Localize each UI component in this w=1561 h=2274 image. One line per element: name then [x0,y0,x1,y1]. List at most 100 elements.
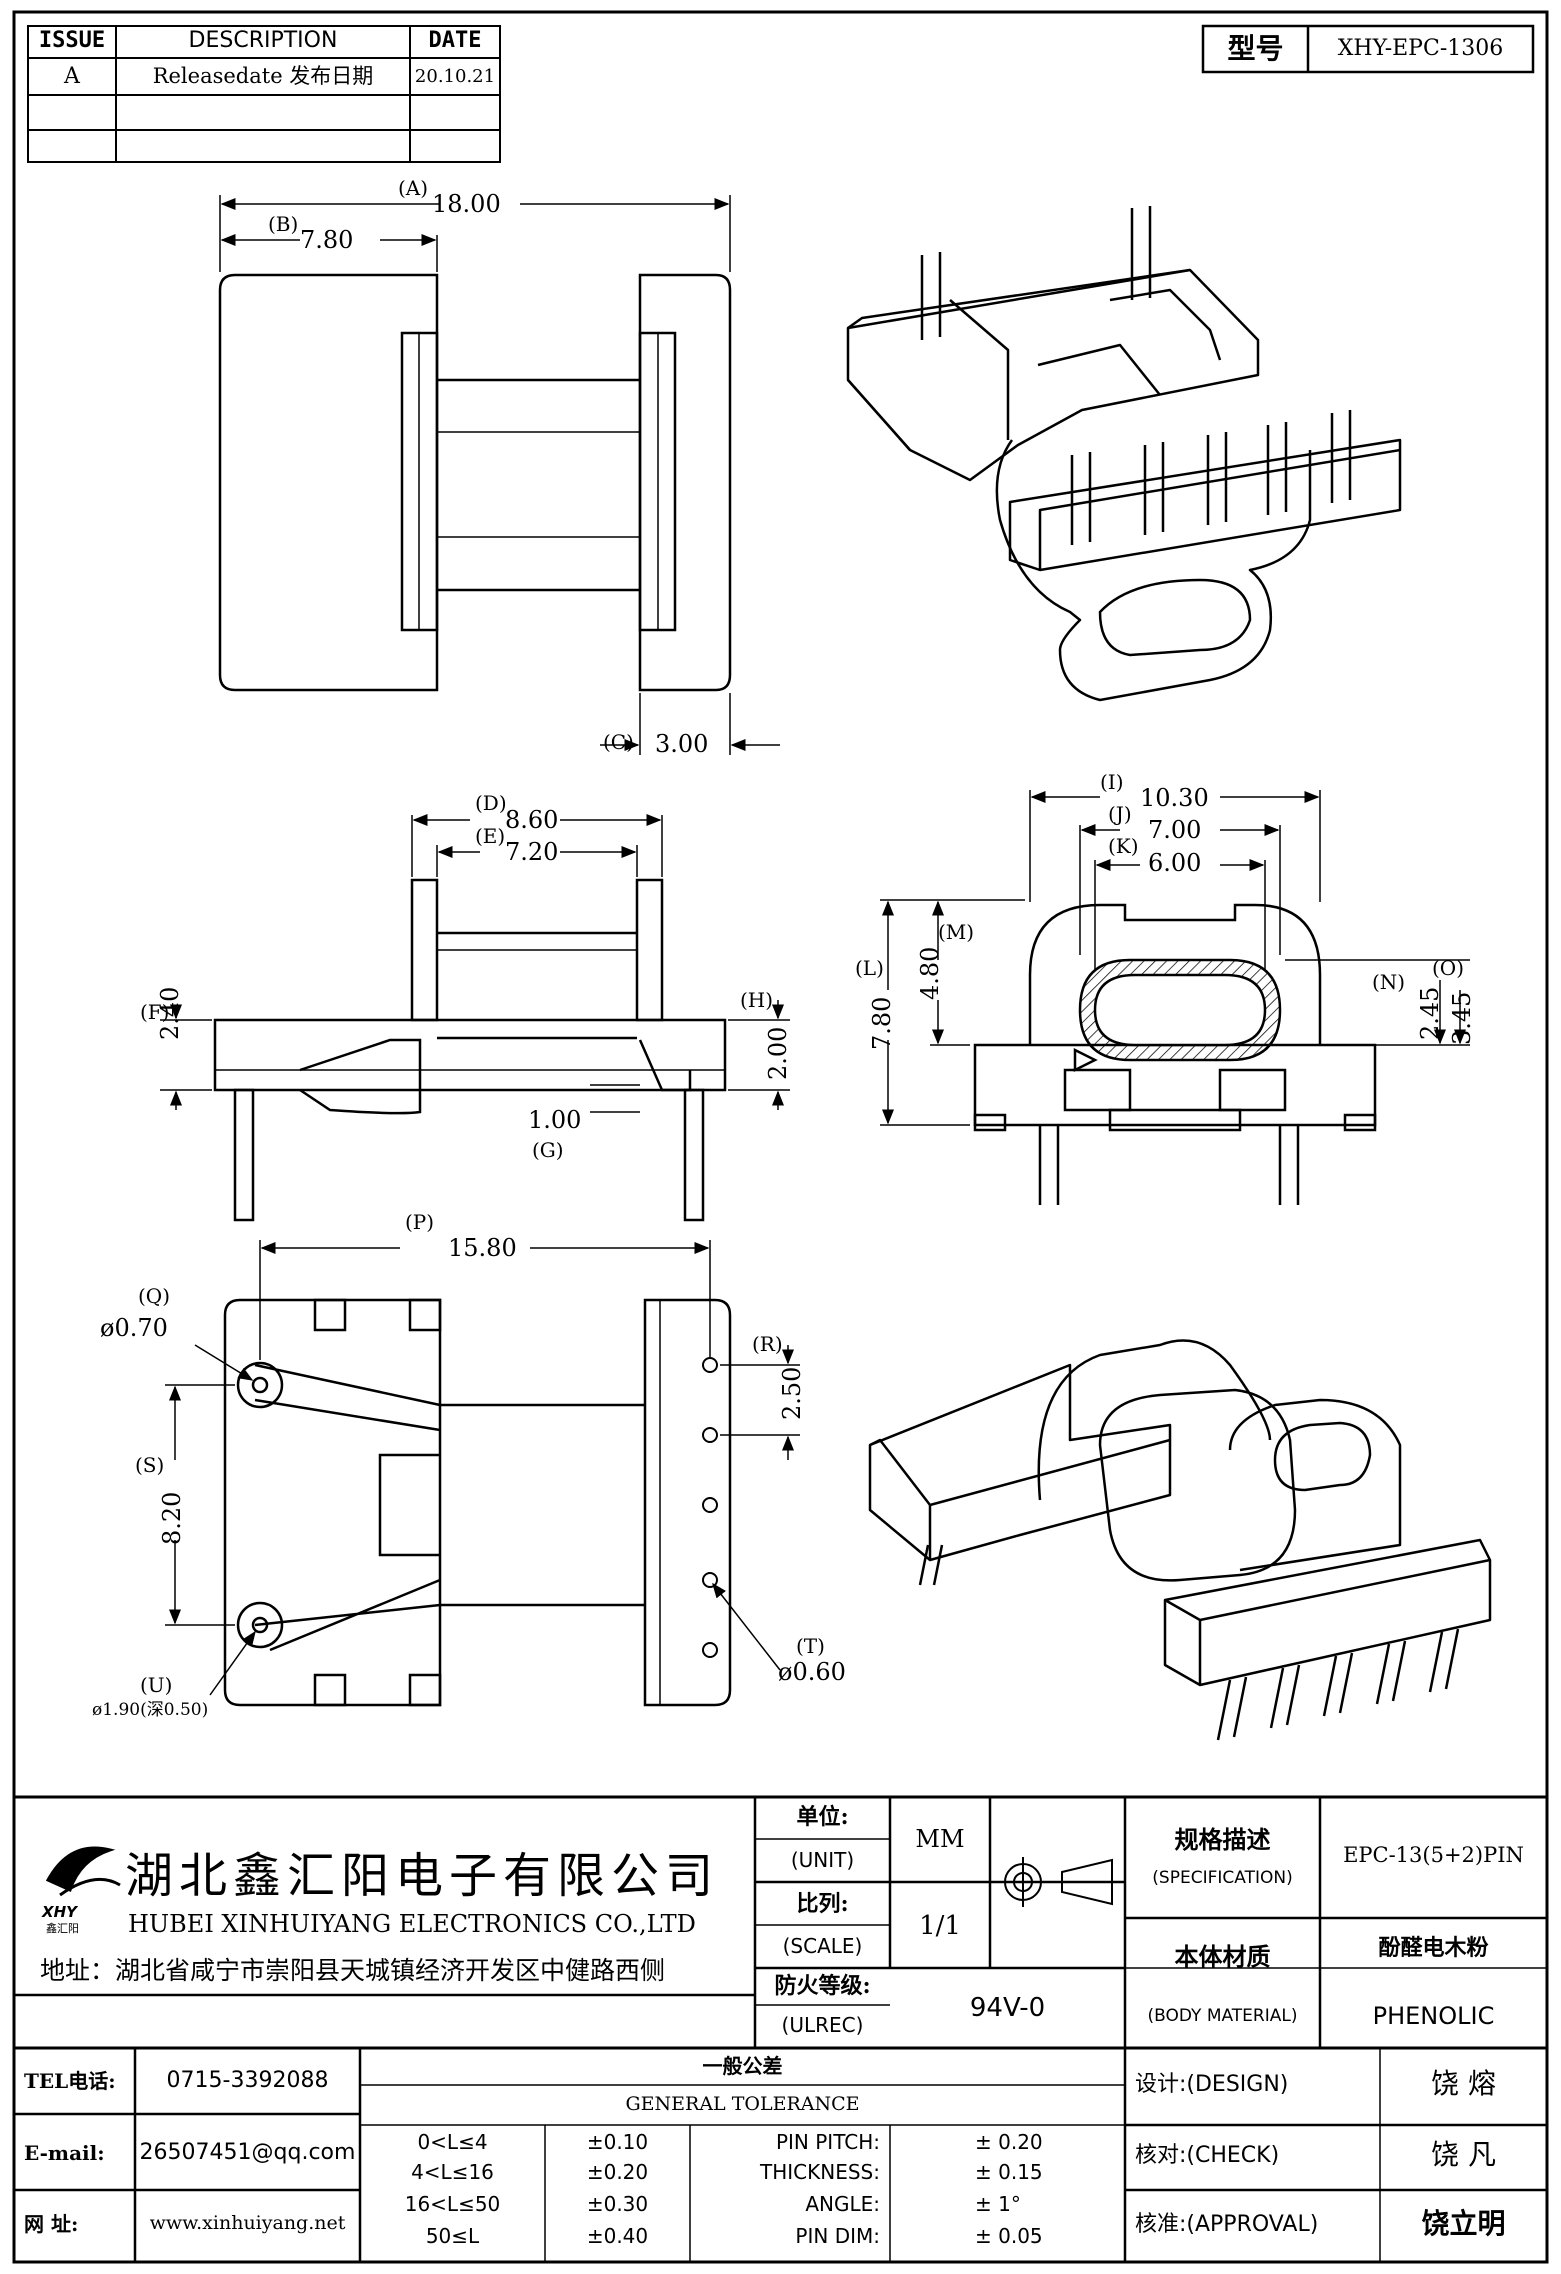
angle-value: ± 1° [975,2192,1021,2216]
dim-tag-o: (O) [1432,956,1465,980]
dim-tag-p: (P) [405,1210,435,1234]
dim-c: 3.00 [655,730,709,758]
tol-range-3: 16<L≤50 [404,2192,501,2216]
dim-l: 7.80 [868,996,896,1050]
tol-value-2: ±0.20 [586,2160,649,2184]
dim-tag-l: (L) [855,956,884,980]
dim-tag-g: (G) [532,1138,564,1162]
pin-dim-value: ± 0.05 [975,2224,1043,2248]
tolerance-title-en: GENERAL TOLERANCE [625,2093,860,2115]
dim-b: 7.80 [300,226,354,254]
dim-tag-c: (C) [603,730,634,754]
revision-table [27,25,501,163]
dim-tag-n: (N) [1372,970,1406,994]
dim-q: ø0.70 [100,1314,168,1342]
spec-value: EPC-13(5+2)PIN [1343,1843,1524,1867]
dim-h: 2.00 [764,1026,792,1080]
dim-p: 15.80 [448,1234,517,1262]
approval-label: 核准:(APPROVAL) [1135,2212,1319,2237]
bottom-view-pins [702,1357,718,1658]
unit-label-cn: 单位: [796,1804,849,1830]
ulrec-value: 94V-0 [969,1993,1046,2023]
top-view-dims [219,195,780,755]
dim-g: 1.00 [528,1106,582,1134]
dim-i: 10.30 [1140,784,1209,812]
dim-tag-h: (H) [740,988,774,1012]
dim-e: 7.20 [505,838,559,866]
thickness-label: THICKNESS: [760,2160,880,2184]
tel-value: 0715-3392088 [166,2068,329,2093]
front-view [213,878,727,1222]
pin-dim-label: PIN DIM: [795,2224,880,2248]
issue-value: A [64,64,80,89]
tol-range-1: 0<L≤4 [417,2130,488,2154]
dim-tag-t: (T) [796,1634,825,1658]
dim-tag-u: (U) [140,1673,173,1697]
company-name-en: HUBEI XINHUIYANG ELECTRONICS CO.,LTD [128,1910,696,1938]
material-value-cn: 酚醛电木粉 [1378,1935,1489,1961]
tol-range-4: 50≤L [425,2224,480,2248]
material-label-cn: 本体材质 [1174,1942,1271,1971]
tol-range-2: 4<L≤16 [411,2160,494,2184]
dim-k: 6.00 [1148,849,1202,877]
part-number-label: 型号 [1227,32,1284,65]
dim-tag-a: (A) [398,176,429,200]
dim-r: 2.50 [778,1366,806,1420]
tolerance-title-cn: 一般公差 [702,2054,783,2078]
end-view-dims [880,790,1470,1126]
design-name: 饶 熔 [1431,2067,1496,2100]
dim-o: 3.45 [1448,991,1476,1045]
dim-tag-q: (Q) [138,1284,171,1308]
sheet-border [12,10,1549,2264]
bottom-view-dims [165,1240,800,1696]
tel-label: TEL电话: [24,2069,116,2093]
unit-label-en: (UNIT) [790,1848,855,1872]
tol-value-1: ±0.10 [586,2130,649,2154]
description-value: Releasedate 发布日期 [152,64,374,88]
isometric-view-2 [868,1339,1492,1741]
dim-s: 8.20 [158,1491,186,1545]
dim-n: 2.45 [1416,986,1444,1040]
logo-text: XHY [42,1903,77,1921]
title-block-grid [14,1795,1547,2262]
dim-d: 8.60 [505,806,559,834]
pin-pitch-label: PIN PITCH: [775,2130,880,2154]
dim-tag-k: (K) [1108,834,1139,858]
check-name: 饶 凡 [1431,2138,1496,2171]
dim-tag-m: (M) [938,920,975,944]
projection-symbol-icon [998,1857,1113,1907]
ulrec-label-cn: 防火等级: [774,1973,871,1999]
scale-value: 1/1 [919,1911,961,1941]
logo-subtext: 鑫汇阳 [46,1922,79,1935]
dim-tag-f: (F) [140,1000,170,1024]
tol-value-4: ±0.40 [586,2224,649,2248]
spec-label-en: (SPECIFICATION) [1152,1868,1293,1888]
date-value: 20.10.21 [414,66,496,87]
dim-tag-e: (E) [475,824,506,848]
company-address: 地址：湖北省咸宁市崇阳县天城镇经济开发区中健路西侧 [40,1956,666,1985]
dim-f: 2.40 [156,986,184,1040]
material-label-en: (BODY MATERIAL) [1147,2006,1298,2026]
dim-tag-d: (D) [475,791,507,815]
dim-tag-i: (I) [1100,770,1124,794]
company-name-cn: 湖北鑫汇阳电子有限公司 [125,1848,720,1904]
date-header: DATE [428,28,482,53]
top-view [218,273,732,692]
scale-label-cn: 比列: [796,1891,849,1917]
unit-value: MM [915,1825,965,1853]
dim-tag-j: (J) [1108,802,1132,826]
front-view-dims [160,814,790,1113]
dim-a: 18.00 [432,190,501,218]
description-header: DESCRIPTION [188,28,338,53]
company-logo [45,1846,121,1897]
thickness-value: ± 0.15 [975,2160,1043,2184]
material-value-en: PHENOLIC [1372,2002,1495,2030]
email-value: 26507451@qq.com [139,2140,356,2165]
bottom-view [223,1298,732,1707]
dim-tag-r: (R) [752,1332,783,1356]
design-label: 设计:(DESIGN) [1135,2072,1289,2097]
dim-t: ø0.60 [778,1658,846,1686]
part-number-value: XHY-EPC-1306 [1337,36,1504,61]
angle-label: ANGLE: [805,2192,880,2216]
